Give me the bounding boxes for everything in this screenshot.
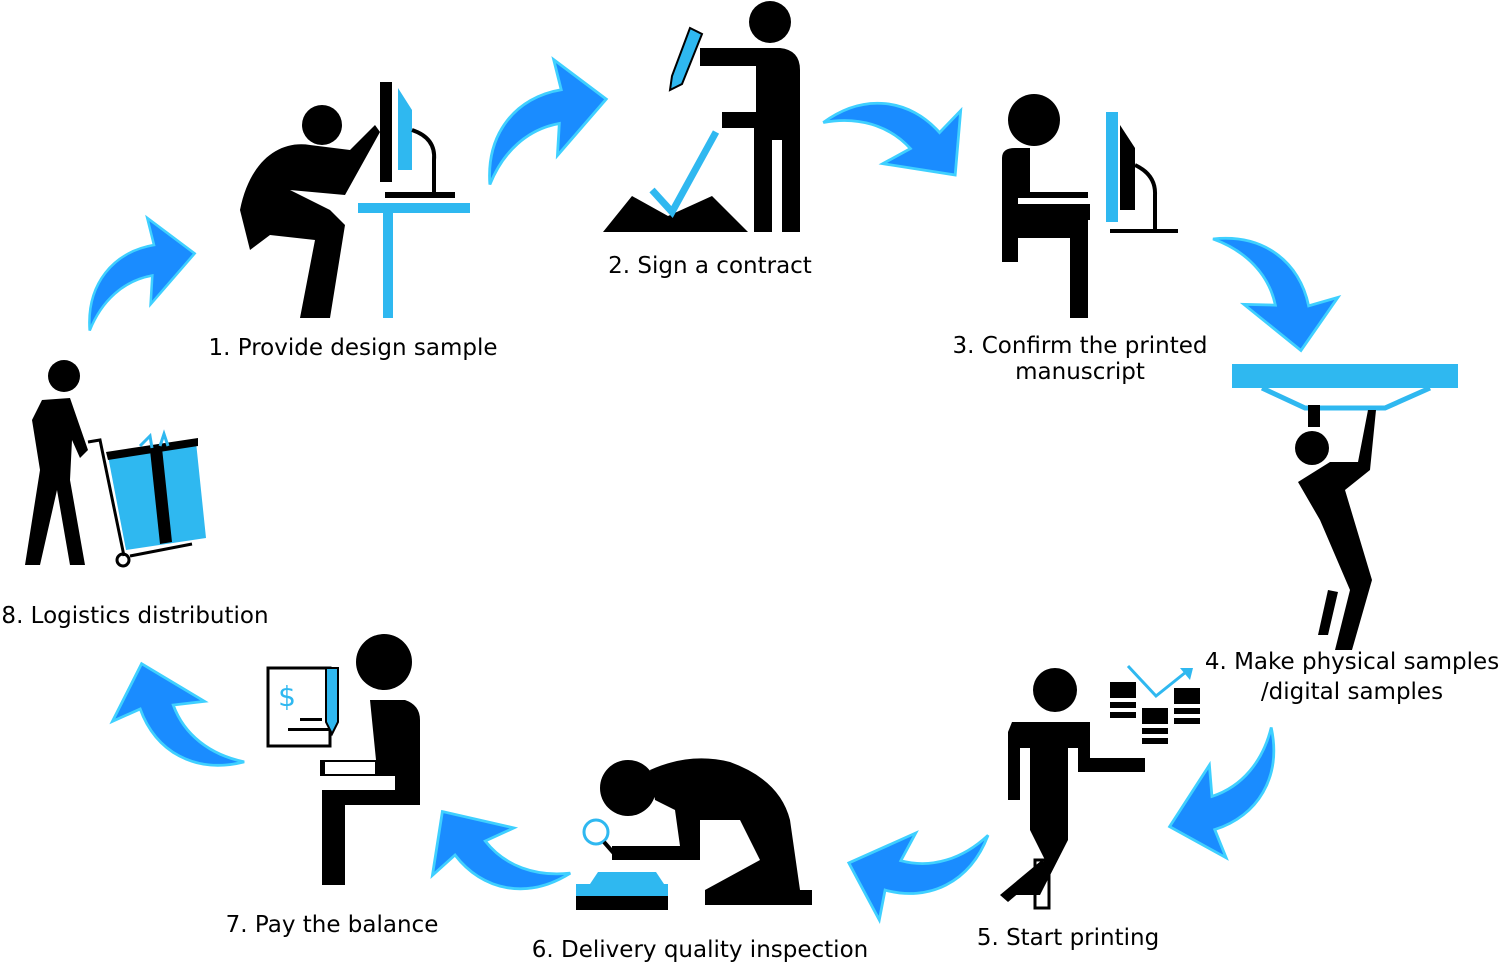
arrow-4-to-5 (1156, 726, 1291, 867)
designer-at-computer-icon (240, 82, 470, 318)
step-7-label: 7. Pay the balance (225, 912, 439, 938)
step-5-label: 5. Start printing (976, 925, 1160, 951)
step-6-label: 6. Delivery quality inspection (531, 937, 869, 963)
step-4-label: 4. Make physical samples /digital sample… (1205, 647, 1499, 707)
step-3-label-line1: 3. Confirm the printed (952, 333, 1208, 359)
arrow-2-to-3 (821, 55, 990, 221)
inspection-magnifier-icon (576, 758, 812, 910)
arrow-5-to-6 (831, 785, 990, 948)
step-1-label: 1. Provide design sample (208, 335, 498, 361)
hanging-person-icon (1232, 364, 1458, 650)
step-3-label-line2: manuscript (1015, 359, 1145, 385)
pay-invoice-icon: $ (266, 634, 420, 885)
sign-contract-icon (603, 1, 800, 232)
step-4-label-line1: 4. Make physical samples (1204, 649, 1500, 675)
step-4-label-line2: /digital samples (1260, 679, 1444, 705)
printing-person-icon (1000, 664, 1200, 910)
dollar-sign-text: $ (278, 680, 296, 713)
step-8-label: 8. Logistics distribution (1, 603, 269, 629)
arrow-3-to-4 (1211, 232, 1342, 355)
delivery-cart-icon (25, 360, 206, 568)
arrow-6-to-7 (406, 770, 572, 933)
person-at-monitor-icon (1002, 94, 1178, 318)
step-2-label: 2. Sign a contract (608, 253, 812, 279)
arrow-7-to-8 (102, 647, 246, 785)
step-3-label: 3. Confirm the printed manuscript (952, 333, 1207, 385)
arrow-1-to-2 (488, 58, 608, 186)
arrow-8-to-1 (87, 216, 197, 332)
